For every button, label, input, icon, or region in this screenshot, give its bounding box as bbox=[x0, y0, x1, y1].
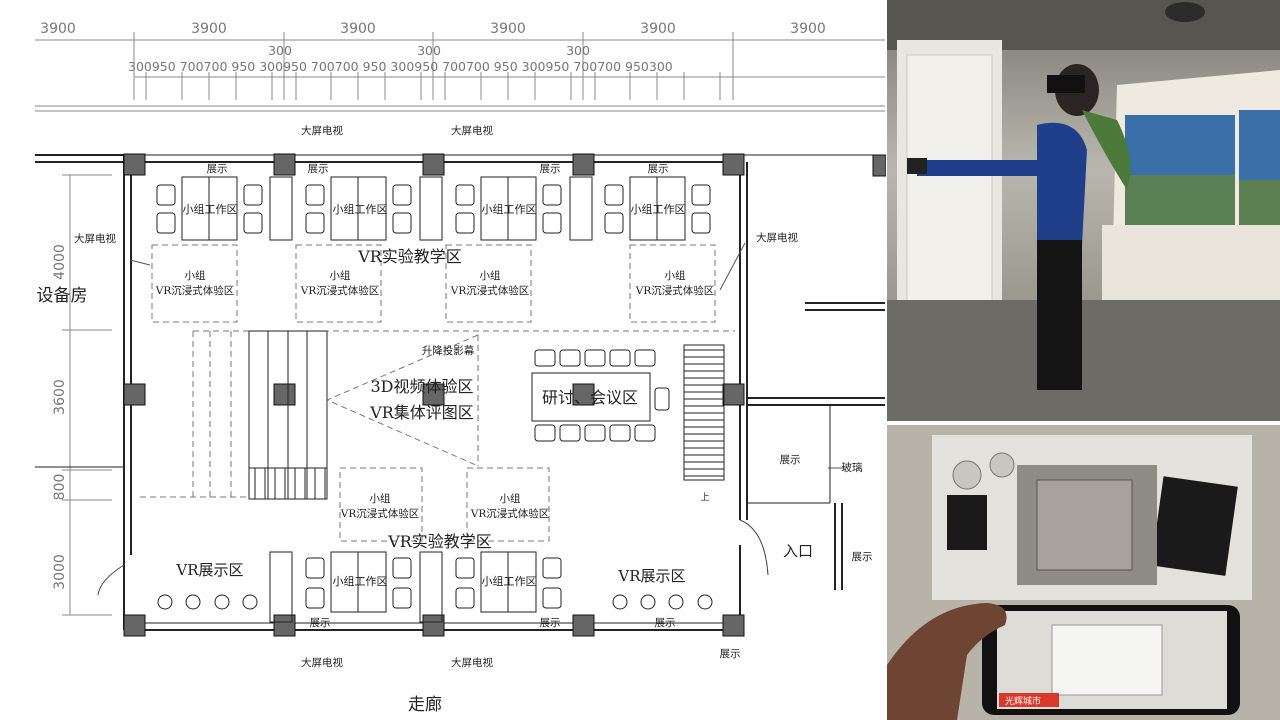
dimension-subdivisions: 300950 700700 950 300950 700700 950 3009… bbox=[128, 59, 673, 74]
display-label: 展示 bbox=[655, 617, 676, 629]
dimension-300: 300 bbox=[417, 43, 441, 58]
meeting-zone-label: 研讨、会议区 bbox=[542, 388, 638, 407]
vr-display-zone-label: VR展示区 bbox=[617, 567, 685, 585]
structural-column bbox=[422, 383, 445, 406]
display-label: 展示 bbox=[780, 454, 801, 466]
ar-tablet-photo: 光辉城市 bbox=[887, 425, 1280, 720]
big-screen-tv-label: 大屏电视 bbox=[301, 124, 343, 137]
dimension-vertical: 800 bbox=[52, 474, 68, 501]
structural-column bbox=[722, 614, 745, 637]
group-vr-zone-label: 小组 bbox=[665, 269, 686, 282]
group-work-area-label: 小组工作区 bbox=[333, 202, 388, 216]
group-work-area-label: 小组工作区 bbox=[482, 202, 537, 216]
structural-column bbox=[123, 614, 146, 637]
structural-column bbox=[572, 153, 595, 176]
vr-teaching-zone-label: VR实验教学区 bbox=[387, 532, 492, 551]
group-work-area-label: 小组工作区 bbox=[333, 574, 388, 588]
structural-column bbox=[422, 614, 445, 637]
display-label: 展示 bbox=[720, 648, 741, 660]
dimension-300: 300 bbox=[268, 43, 292, 58]
display-label: 展示 bbox=[540, 617, 561, 629]
dimension-vertical: 3000 bbox=[52, 554, 68, 590]
structural-column bbox=[422, 153, 445, 176]
big-screen-tv-label: 大屏电视 bbox=[301, 656, 343, 669]
structural-column bbox=[273, 614, 296, 637]
dimension-3900: 3900 bbox=[490, 21, 526, 37]
structural-column bbox=[273, 153, 296, 176]
display-label: 展示 bbox=[648, 163, 669, 175]
structural-column bbox=[572, 383, 595, 406]
structural-column bbox=[722, 383, 745, 406]
dimension-3900: 3900 bbox=[640, 21, 676, 37]
group-vr-zone-label: 小组 bbox=[480, 269, 501, 282]
group-vr-zone-label: VR沉浸式体验区 bbox=[470, 507, 550, 520]
display-label: 展示 bbox=[310, 617, 331, 629]
group-vr-zone-label: 小组 bbox=[370, 492, 391, 505]
vr-headset-photo bbox=[887, 0, 1280, 421]
group-vr-zone-label: 小组 bbox=[500, 492, 521, 505]
floor-plan: 3900 3900 3900 3900 3900 3900 300 300 300300950 … bbox=[35, 21, 886, 715]
group-work-area-label: 小组工作区 bbox=[482, 574, 537, 588]
group-vr-zone-label: 小组 bbox=[185, 269, 206, 282]
ar-app-brand: 光辉城市 bbox=[1005, 695, 1041, 707]
dimension-300: 300 bbox=[566, 43, 590, 58]
group-work-area-label: 小组工作区 bbox=[183, 202, 238, 216]
group-work-area-label: 小组工作区 bbox=[631, 202, 686, 216]
dimension-3900: 3900 bbox=[40, 21, 76, 37]
corridor-label: 走廊 bbox=[408, 695, 442, 715]
group-vr-zone-label: VR沉浸式体验区 bbox=[155, 284, 235, 297]
glass-label: 玻璃 bbox=[842, 461, 863, 474]
structural-column bbox=[572, 614, 595, 637]
stair-up-label: 上 bbox=[700, 492, 709, 503]
dimension-3900: 3900 bbox=[191, 21, 227, 37]
vr-review-zone-label: VR集体评图区 bbox=[369, 403, 474, 422]
display-label: 展示 bbox=[852, 551, 873, 563]
dimension-3900: 3900 bbox=[340, 21, 376, 37]
big-screen-tv-label: 大屏电视 bbox=[74, 232, 116, 245]
group-vr-zone-label: VR沉浸式体验区 bbox=[450, 284, 530, 297]
vr-display-zone-label: VR展示区 bbox=[175, 561, 243, 579]
display-label: 展示 bbox=[540, 163, 561, 175]
dimension-3900: 3900 bbox=[790, 21, 826, 37]
display-label: 展示 bbox=[207, 163, 228, 175]
structural-column bbox=[123, 153, 146, 176]
3d-video-zone-label: 3D视频体验区 bbox=[370, 377, 473, 396]
big-screen-tv-label: 大屏电视 bbox=[451, 124, 493, 137]
entrance-label: 入口 bbox=[783, 542, 813, 560]
dimension-vertical: 3600 bbox=[52, 379, 68, 415]
big-screen-tv-label: 大屏电视 bbox=[756, 231, 798, 244]
structural-column bbox=[273, 383, 296, 406]
vr-teaching-zone-label: VR实验教学区 bbox=[357, 247, 462, 266]
structural-column bbox=[123, 383, 146, 406]
group-vr-zone-label: 小组 bbox=[330, 269, 351, 282]
structural-column bbox=[722, 153, 745, 176]
display-label: 展示 bbox=[308, 163, 329, 175]
group-vr-zone-label: VR沉浸式体验区 bbox=[340, 507, 420, 520]
group-vr-zone-label: VR沉浸式体验区 bbox=[300, 284, 380, 297]
equipment-room-label: 设备房 bbox=[37, 286, 88, 306]
big-screen-tv-label: 大屏电视 bbox=[451, 656, 493, 669]
projector-screen-label: 升降投影幕 bbox=[422, 344, 475, 357]
group-vr-zone-label: VR沉浸式体验区 bbox=[635, 284, 715, 297]
dimension-vertical: 4000 bbox=[52, 244, 68, 280]
